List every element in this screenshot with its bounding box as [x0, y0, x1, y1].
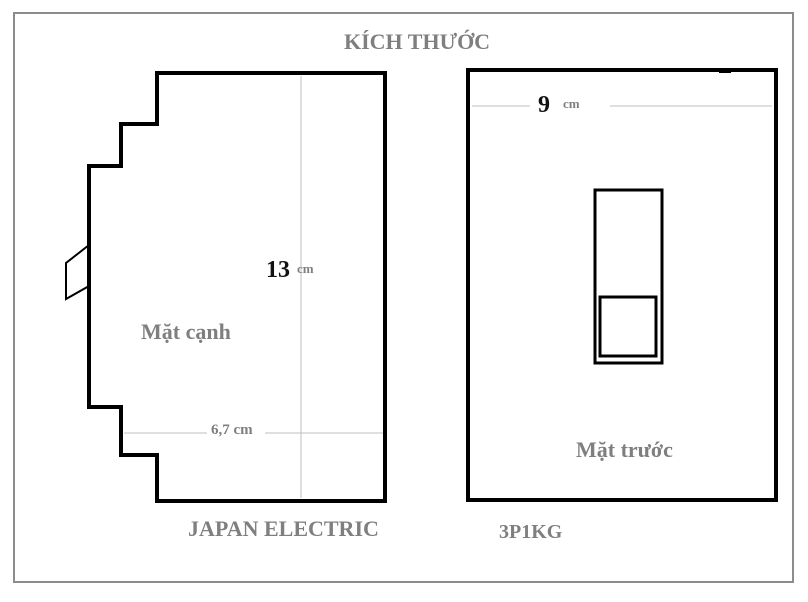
brand-label: JAPAN ELECTRIC	[188, 516, 379, 541]
toggle-housing	[593, 188, 664, 365]
side-view-outline	[87, 71, 387, 503]
front-view-label: Mặt trước	[576, 437, 673, 462]
model-label: 3P1KG	[499, 521, 563, 543]
width-dimension-unit: cm	[563, 96, 580, 111]
front-view-outline	[466, 68, 778, 502]
width-dimension-value: 9	[538, 92, 550, 118]
depth-dimension-label: 6,7 cm	[211, 422, 253, 438]
side-lever-tab	[65, 242, 90, 301]
height-dimension-value: 13	[266, 257, 290, 283]
toggle-lever	[598, 295, 658, 358]
outer-frame	[13, 12, 794, 583]
height-dimension-unit: cm	[297, 261, 314, 276]
side-view-label: Mặt cạnh	[141, 319, 231, 344]
diagram-title: KÍCH THƯỚC	[344, 29, 491, 54]
